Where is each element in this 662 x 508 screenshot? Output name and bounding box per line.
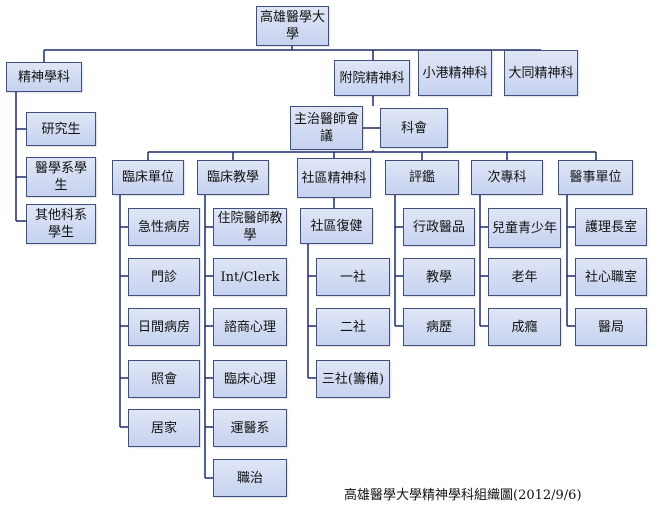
teaching-node: 臨床心理 bbox=[213, 360, 287, 398]
unit-label: 照會 bbox=[150, 371, 177, 387]
dept-child-label: 其他科系學生 bbox=[34, 208, 87, 240]
accreditation-label: 行政醫品 bbox=[412, 219, 465, 235]
unit-node: 照會 bbox=[128, 360, 200, 398]
branch-node: 醫事單位 bbox=[558, 160, 633, 195]
branch-label: 臨床單位 bbox=[121, 170, 174, 185]
branch-node: 臨床教學 bbox=[197, 160, 269, 195]
accreditation-node: 行政醫品 bbox=[403, 208, 475, 246]
accreditation-label: 病歷 bbox=[425, 319, 452, 335]
dept-child-node: 其他科系學生 bbox=[26, 204, 96, 244]
unit-node: 急性病房 bbox=[128, 208, 200, 246]
teaching-node: 諮商心理 bbox=[213, 308, 287, 346]
branch-node: 社區精神科 bbox=[297, 158, 371, 198]
sibling-unit-label: 小港精神科 bbox=[422, 65, 488, 81]
branch-label: 社區精神科 bbox=[301, 170, 367, 186]
branch-label: 醫事單位 bbox=[569, 170, 622, 185]
teaching-label: 臨床心理 bbox=[223, 371, 276, 387]
dept-child-node: 研究生 bbox=[26, 112, 96, 146]
root-node: 高雄醫學大學 bbox=[256, 6, 329, 46]
branch-node: 次專科 bbox=[471, 160, 543, 195]
community-rehab-label: 社區復健 bbox=[310, 218, 363, 234]
teaching-node: Int/Clerk bbox=[213, 258, 287, 296]
unit-label: 居家 bbox=[150, 420, 177, 436]
community-sub-node: 一社 bbox=[316, 258, 390, 296]
chart-caption: 高雄醫學大學精神學科組織圖(2012/9/6) bbox=[344, 488, 582, 503]
community-sub-label: 三社(籌備) bbox=[321, 371, 385, 387]
attending-meeting-node: 主治醫師會議 bbox=[290, 106, 363, 150]
root-node-label: 高雄醫學大學 bbox=[260, 10, 326, 42]
community-rehab-node: 社區復健 bbox=[300, 208, 373, 244]
unit-label: 門診 bbox=[150, 269, 177, 285]
dept-child-label: 研究生 bbox=[41, 121, 81, 137]
unit-label: 急性病房 bbox=[137, 219, 190, 235]
unit-node: 居家 bbox=[128, 409, 200, 447]
medical-affairs-label: 社心職室 bbox=[584, 269, 637, 285]
accreditation-label: 教學 bbox=[425, 269, 452, 285]
subspecialty-node: 兒童青少年 bbox=[488, 208, 561, 248]
dept-child-label: 醫學系學生 bbox=[34, 161, 87, 193]
dept-node-label: 精神學科 bbox=[17, 69, 70, 85]
branch-label: 次專科 bbox=[487, 170, 527, 185]
community-sub-label: 一社 bbox=[339, 269, 366, 285]
teaching-label: Int/Clerk bbox=[220, 269, 280, 285]
community-sub-label: 二社 bbox=[339, 319, 366, 335]
subspecialty-label: 老年 bbox=[511, 269, 538, 285]
accreditation-node: 病歷 bbox=[403, 308, 475, 346]
unit-node: 日間病房 bbox=[128, 308, 200, 346]
hospital-dept-label: 附院精神科 bbox=[339, 70, 405, 86]
unit-node: 門診 bbox=[128, 258, 200, 296]
dept-node: 精神學科 bbox=[6, 62, 82, 92]
branch-node: 臨床單位 bbox=[112, 160, 184, 195]
medical-affairs-node: 社心職室 bbox=[575, 258, 647, 296]
subspecialty-node: 老年 bbox=[488, 258, 561, 296]
medical-affairs-node: 護理長室 bbox=[575, 208, 647, 246]
teaching-node: 運醫系 bbox=[213, 409, 287, 447]
dept-meeting-label: 科會 bbox=[400, 120, 427, 136]
accreditation-node: 教學 bbox=[403, 258, 475, 296]
ta-tung-node: 大同精神科 bbox=[504, 50, 578, 96]
medical-affairs-node: 醫局 bbox=[575, 308, 647, 346]
medical-affairs-label: 護理長室 bbox=[584, 219, 637, 235]
branch-label: 臨床教學 bbox=[206, 170, 259, 185]
medical-affairs-label: 醫局 bbox=[597, 319, 624, 335]
teaching-node: 職治 bbox=[213, 459, 287, 497]
unit-label: 日間病房 bbox=[137, 319, 190, 335]
dept-child-node: 醫學系學生 bbox=[26, 157, 96, 197]
subspecialty-label: 成癮 bbox=[511, 319, 538, 335]
teaching-label: 運醫系 bbox=[230, 420, 270, 436]
dept-meeting-node: 科會 bbox=[380, 108, 448, 148]
teaching-label: 職治 bbox=[236, 470, 263, 486]
community-sub-node: 二社 bbox=[316, 308, 390, 346]
branch-label: 評鑑 bbox=[408, 170, 435, 185]
siam-kang-node: 小港精神科 bbox=[418, 50, 492, 96]
teaching-label: 諮商心理 bbox=[223, 319, 276, 335]
hospital-dept-node: 附院精神科 bbox=[334, 60, 410, 96]
teaching-node: 住院醫師教學 bbox=[213, 208, 287, 246]
attending-meeting-label: 主治醫師會議 bbox=[294, 112, 360, 144]
branch-node: 評鑑 bbox=[385, 160, 459, 195]
teaching-label: 住院醫師教學 bbox=[217, 211, 283, 243]
subspecialty-label: 兒童青少年 bbox=[492, 220, 558, 236]
community-sub-node: 三社(籌備) bbox=[316, 360, 390, 398]
sibling-unit-label: 大同精神科 bbox=[508, 65, 574, 81]
subspecialty-node: 成癮 bbox=[488, 308, 561, 346]
